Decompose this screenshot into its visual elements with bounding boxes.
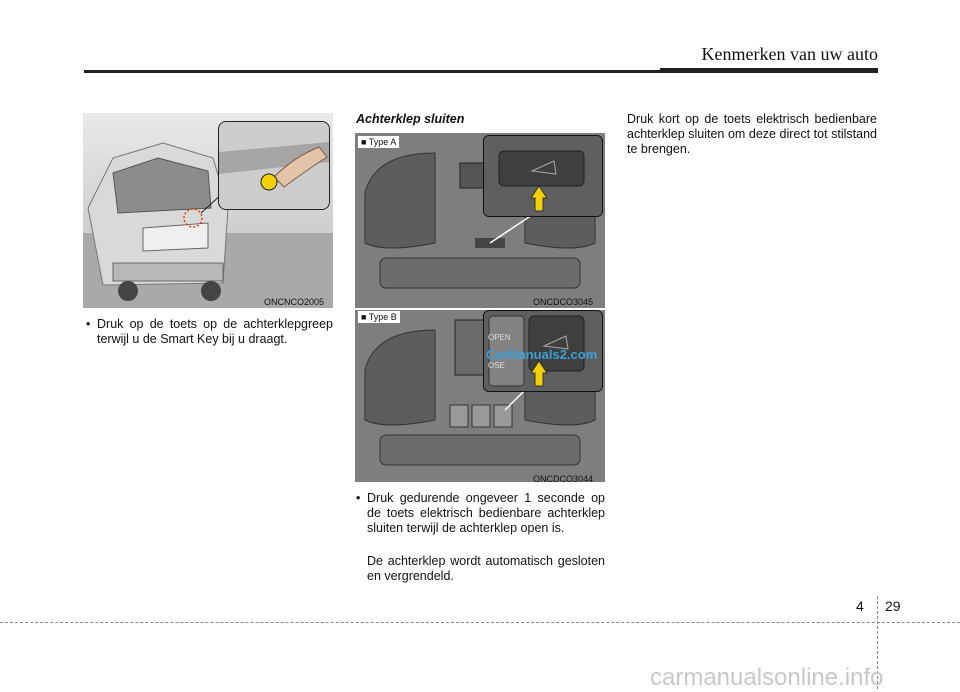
footer-divider	[877, 596, 879, 689]
type-a-button-inset	[483, 135, 603, 217]
type-b-figure: OPEN OSE	[355, 310, 605, 482]
bullet-marker: •	[356, 491, 361, 505]
close-button-text: OSE	[488, 361, 505, 370]
tailgate-handle-inset	[218, 121, 330, 210]
bullet-marker: •	[86, 317, 91, 331]
header-rule	[84, 70, 878, 73]
figure-code-type-b: ONCDCO3044	[533, 474, 594, 484]
type-b-label: ■ Type B	[358, 311, 400, 323]
type-a-figure	[355, 133, 605, 308]
header-rule-accent	[660, 68, 878, 73]
watermark-link[interactable]: CarManuals2.com	[486, 347, 598, 362]
section-heading: Achterklep sluiten	[356, 112, 465, 126]
page-number: 29	[885, 598, 901, 614]
footer-rule	[0, 622, 960, 623]
header-title: Kenmerken van uw auto	[701, 44, 878, 64]
type-b-button-inset: OPEN OSE	[483, 310, 603, 392]
hand-press-illustration	[219, 122, 329, 209]
tailgate-close-button-b	[484, 311, 602, 391]
figure-code-car: ONCNCO2005	[264, 297, 325, 307]
middle-paragraph-1: Druk gedurende ongeveer 1 seconde op de …	[367, 491, 605, 535]
open-button-text: OPEN	[488, 333, 511, 342]
middle-paragraph-2: De achterklep wordt automatisch gesloten…	[367, 554, 605, 583]
left-paragraph: Druk op de toets op de achterklepgreep t…	[97, 317, 333, 346]
chapter-number: 4	[856, 598, 864, 614]
type-a-label: ■ Type A	[358, 136, 400, 148]
tailgate-close-button-a	[484, 136, 602, 216]
figure-code-type-a: ONCDCO3045	[533, 297, 594, 307]
car-tailgate-figure	[83, 113, 333, 308]
footer-watermark: carmanualsonline.info	[650, 664, 884, 691]
right-paragraph: Druk kort op de toets elektrisch bedienb…	[627, 112, 877, 156]
